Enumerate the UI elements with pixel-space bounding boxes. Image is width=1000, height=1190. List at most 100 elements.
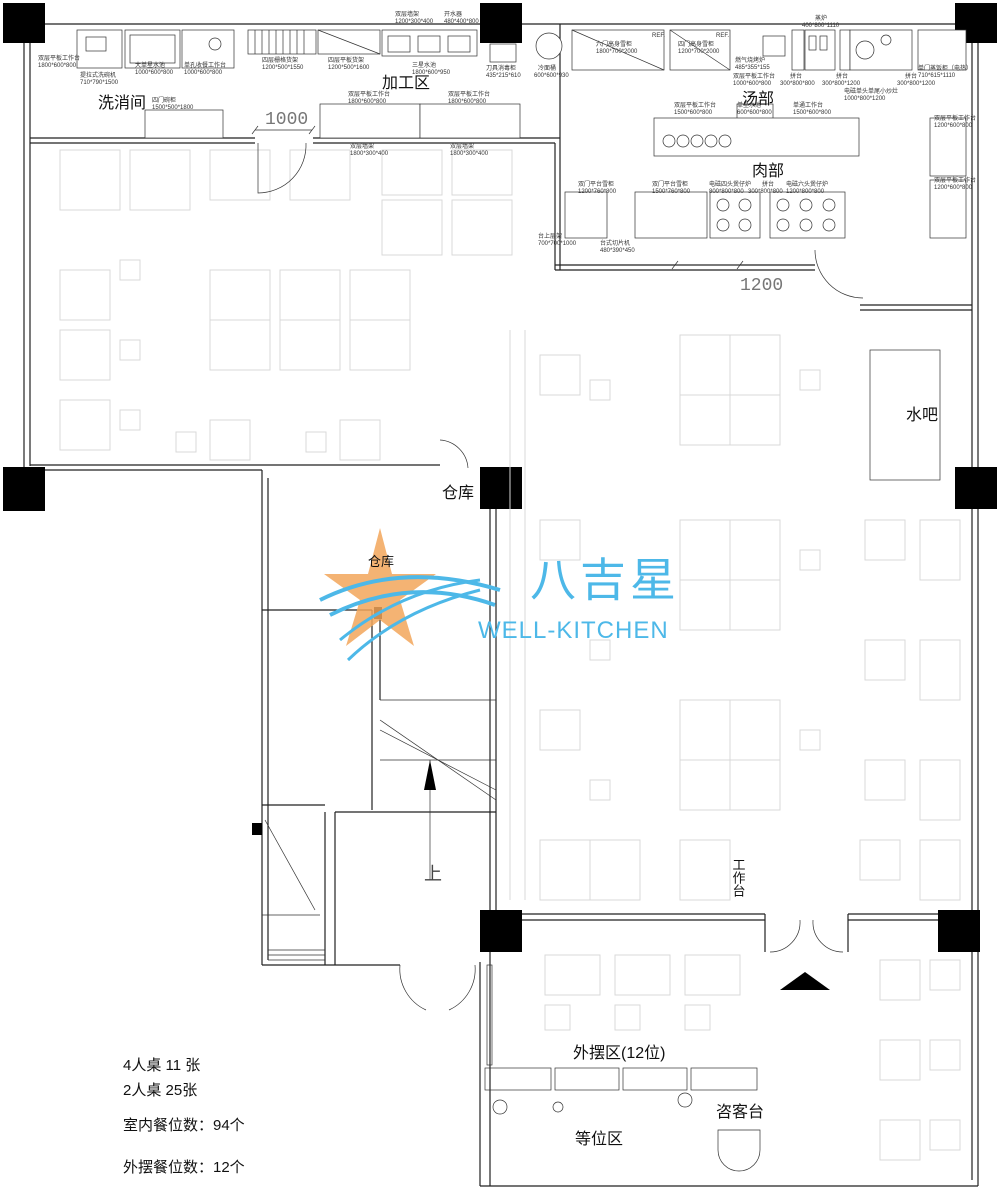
reception-desk <box>717 1129 761 1172</box>
caption: 双层平板工作台 <box>733 72 775 80</box>
person-icon <box>677 1092 693 1108</box>
caption: 冷面桶 <box>538 64 556 72</box>
caption: 1200*500*1550 <box>262 65 304 71</box>
caption: 300*800*800 <box>780 81 815 87</box>
caption: 双层平板工作台 <box>934 114 976 122</box>
doors <box>257 142 864 1066</box>
caption: 刀具消毒柜 <box>486 64 516 72</box>
column <box>252 823 262 835</box>
caption: 双门平台雪柜 <box>652 180 688 188</box>
steam-cabinet <box>917 29 967 71</box>
zone-waiting-label: 等位区 <box>575 1130 623 1148</box>
noodle-bucket <box>535 32 563 60</box>
caption: 双层墙架 <box>395 10 419 18</box>
seat-statistics: 4人桌 11 张 2人桌 25张 室内餐位数：94个 外摆餐位数：12个 <box>123 1057 245 1176</box>
zone-storage-room-label: 仓库 <box>368 554 394 569</box>
caption: 1800*700*2000 <box>596 49 638 55</box>
caption: 300*800*800 <box>748 189 783 195</box>
zone-storage-door-label: 仓库 <box>442 484 474 502</box>
bowl-cabinet <box>144 109 224 139</box>
caption: 1500*600*800 <box>674 110 713 116</box>
brand-logo <box>319 528 501 662</box>
zone-water-bar-label: 水吧 <box>906 406 938 424</box>
caption: 1000*600*800 <box>733 81 772 87</box>
induction-4 <box>709 191 761 239</box>
caption: 710*615*1110 <box>918 73 956 79</box>
tail-stove <box>849 29 913 71</box>
caption: 1000*600*800 <box>135 70 174 76</box>
caption: 提拉式洗碗机 <box>80 71 116 79</box>
entrance-arrow-icon <box>780 972 830 990</box>
caption: 485*355*155 <box>735 65 770 71</box>
caption: 四门高身雪柜 <box>678 40 714 48</box>
caption: 600*600*930 <box>534 73 569 79</box>
stat-two-seat: 2人桌 25张 <box>123 1082 197 1099</box>
water-bar-counter <box>869 349 941 481</box>
caption: 1800*600*800 <box>38 63 77 69</box>
caption: 600*600*800 <box>737 110 772 116</box>
caption: 单孔收餐工作台 <box>184 61 226 69</box>
caption: 双层平板工作台 <box>38 54 80 62</box>
zone-soup-label: 汤部 <box>742 90 774 108</box>
caption: 燃气烧烤炉 <box>735 56 765 64</box>
caption: 1200*600*800 <box>934 185 973 191</box>
grid-shelf <box>247 29 317 55</box>
dining-furniture <box>59 149 961 1161</box>
column <box>3 467 45 511</box>
caption: 单门蒸饭柜（电热） <box>918 64 972 72</box>
caption: 700*700*1000 <box>538 241 577 247</box>
caption: 300*800*1200 <box>822 81 861 87</box>
caption: 800*800*800 <box>709 189 744 195</box>
caption: 1000*600*800 <box>184 70 223 76</box>
shelf-right-2 <box>929 179 967 239</box>
waiting-area <box>484 1067 761 1172</box>
caption: 电磁单头单尾小炒灶 <box>844 87 898 95</box>
caption: 1800*600*800 <box>448 99 487 105</box>
zone-outdoor-label: 外摆区(12位) <box>573 1044 665 1062</box>
caption: 1500*760*800 <box>652 189 691 195</box>
shelf-right-1 <box>929 117 967 177</box>
caption: 300*800*1200 <box>897 81 936 87</box>
caption: 双层平板工作台 <box>448 90 490 98</box>
caption: 单星水池 <box>737 101 761 109</box>
column <box>938 910 980 952</box>
caption: 电磁六头煲仔炉 <box>786 180 828 188</box>
dimension-door-right: 1200 <box>740 276 783 296</box>
logo-english: WELL-KITCHEN <box>478 617 669 644</box>
kitchen-equipment <box>76 29 967 481</box>
zone-dishwash-label: 洗消间 <box>98 94 146 112</box>
caption: 开水器 <box>444 10 462 18</box>
caption: 480*390*450 <box>600 248 635 254</box>
caption: 六门高身雪柜 <box>596 40 632 48</box>
column <box>955 467 997 509</box>
caption: 1200*600*800 <box>934 123 973 129</box>
bench-a <box>319 103 421 139</box>
stair-up-label: 上 <box>424 864 442 884</box>
equipment-captions: 双层墙架 1200*300*400 开水器 480*400*800 提拉式洗碗机… <box>38 10 976 254</box>
stat-indoor-seats: 室内餐位数：94个 <box>123 1117 245 1134</box>
zone-labels: 洗消间 加工区 汤部 肉部 水吧 仓库 仓库 外摆区(12位) 等位区 咨客台 … <box>98 74 938 1148</box>
knife-box <box>489 43 517 63</box>
caption: 三星水池 <box>412 61 436 69</box>
fridge-left <box>564 191 608 239</box>
caption: 台上层架 <box>538 232 562 240</box>
column <box>480 910 522 952</box>
caption: 1500*600*800 <box>793 110 832 116</box>
caption: 1800*600*950 <box>412 70 451 76</box>
stair-arrow-icon <box>424 760 436 790</box>
caption: 1200*800*800 <box>786 189 825 195</box>
caption: 双层墙架 <box>450 142 474 150</box>
caption: 1800*300*400 <box>350 151 389 157</box>
column <box>480 3 522 43</box>
caption: 435*215*610 <box>486 73 521 79</box>
column <box>480 467 522 509</box>
zone-workbench-label: 工作台 <box>731 858 746 897</box>
bench-b <box>419 103 521 139</box>
caption: 拼台 <box>762 180 774 188</box>
meat-bench <box>653 117 860 157</box>
column <box>3 3 45 43</box>
caption: 1500*500*1800 <box>152 105 194 111</box>
zone-meat-label: 肉部 <box>752 162 784 180</box>
caption: 1000*800*1200 <box>844 96 886 102</box>
